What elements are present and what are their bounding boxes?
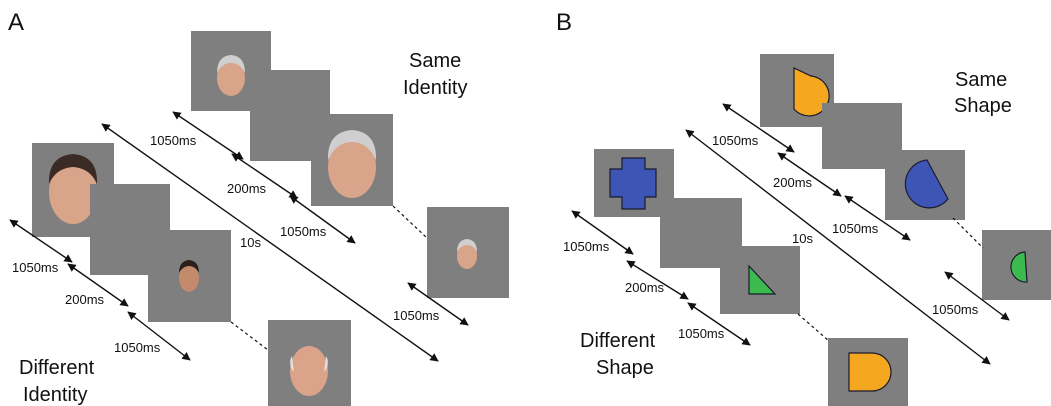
panel-b-same-label-2: Shape xyxy=(954,95,1012,117)
timing-label: 1050ms xyxy=(712,133,759,148)
dashed-connector xyxy=(952,217,984,249)
older-man-face-icon xyxy=(217,55,245,96)
timing-label: 1050ms xyxy=(832,221,879,236)
bald-man-face-icon xyxy=(290,346,328,396)
duration-arrow xyxy=(626,260,689,300)
duration-arrow xyxy=(127,311,191,361)
panel-b-different-label-2: Shape xyxy=(596,357,654,379)
panel-a-same-label-1: Same xyxy=(409,50,461,72)
panel-b-letter: B xyxy=(556,9,572,36)
panel-a-same-label-2: Identity xyxy=(403,77,467,99)
timing-label: 10s xyxy=(240,235,261,250)
panel-a-different-label-1: Different xyxy=(19,357,95,379)
timing-label: 1050ms xyxy=(678,326,725,341)
orange-teardrop-icon xyxy=(848,352,892,392)
green-sector-icon xyxy=(1010,251,1028,283)
timing-label: 1050ms xyxy=(12,260,59,275)
timing-label: 1050ms xyxy=(563,239,610,254)
duration-arrow xyxy=(67,263,129,307)
timing-label: 200ms xyxy=(773,175,813,190)
dashed-connector xyxy=(392,205,428,239)
panel-a-different-label-2: Identity xyxy=(23,384,87,406)
timing-label: 1050ms xyxy=(114,340,161,355)
young-man-face-icon xyxy=(48,154,98,224)
timing-label: 200ms xyxy=(625,280,665,295)
total-duration-arrow xyxy=(101,123,439,362)
panel-b: B Same Shape Different Shape xyxy=(556,9,1051,406)
panel-b-different-label-1: Different xyxy=(580,330,656,352)
older-man-face-large-icon xyxy=(327,130,377,198)
duration-arrow xyxy=(571,210,634,255)
panel-a-same-sequence xyxy=(191,31,509,298)
blue-cross-icon xyxy=(609,157,657,210)
total-duration-arrow xyxy=(685,129,991,365)
older-man-face-small-icon xyxy=(457,239,477,269)
panel-a-timeline-arrows xyxy=(9,111,469,362)
dark-haired-man-face-icon xyxy=(179,260,199,292)
duration-arrow xyxy=(687,302,751,346)
panel-a-timing-labels: 1050ms 200ms 1050ms 1050ms 10s 1050ms 20… xyxy=(12,133,440,355)
timing-label: 1050ms xyxy=(280,224,327,239)
timing-label: 1050ms xyxy=(150,133,197,148)
dashed-connector xyxy=(230,321,269,351)
duration-arrow xyxy=(9,219,73,263)
timing-label: 1050ms xyxy=(393,308,440,323)
panel-b-same-label-1: Same xyxy=(955,69,1007,91)
timing-label: 10s xyxy=(792,231,813,246)
panel-b-timeline-arrows xyxy=(571,103,1010,365)
panel-b-timing-labels: 1050ms 200ms 1050ms 1050ms 10s 1050ms 20… xyxy=(563,133,979,341)
dashed-connector xyxy=(797,313,830,342)
timing-label: 1050ms xyxy=(932,302,979,317)
timing-label: 200ms xyxy=(227,181,267,196)
panel-a: A Same Identity Different Identity xyxy=(8,9,509,406)
timing-label: 200ms xyxy=(65,292,105,307)
panel-a-letter: A xyxy=(8,9,24,36)
